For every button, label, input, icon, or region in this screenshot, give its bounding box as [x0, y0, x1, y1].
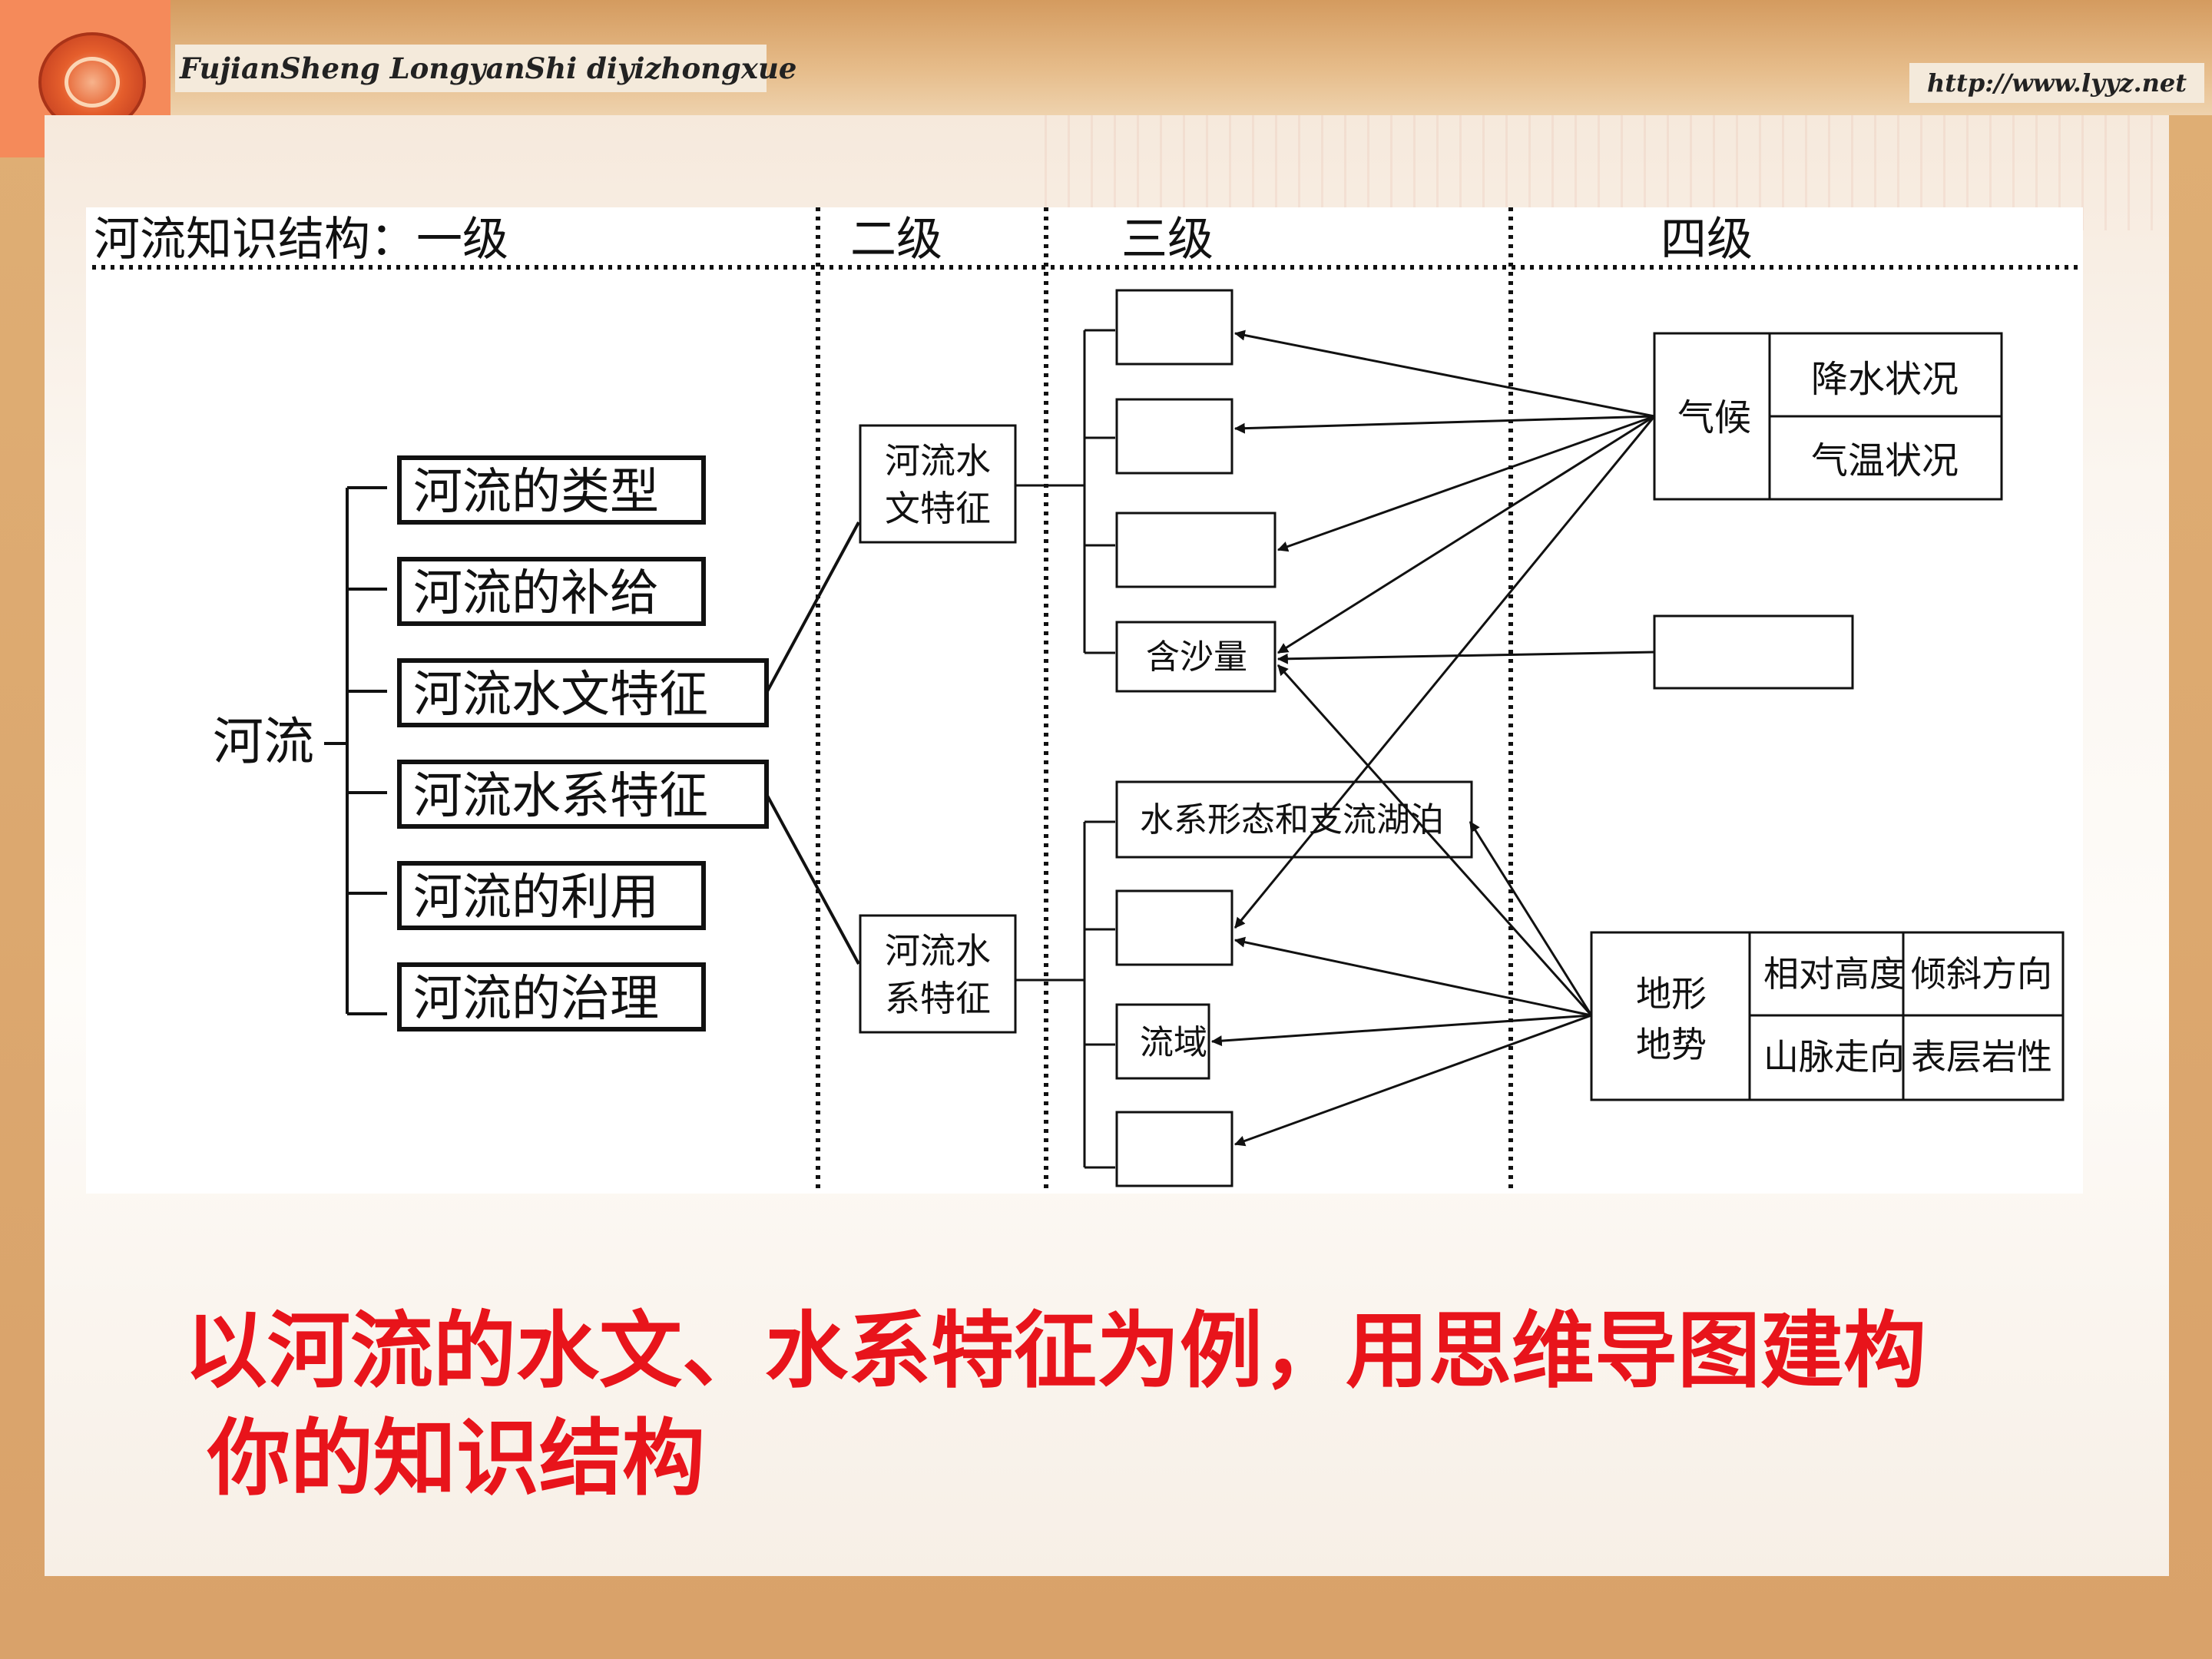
header-level4: 四级: [1661, 213, 1753, 267]
arrow-terrain-basin: [1210, 1014, 1592, 1047]
knowledge-structure-diagram: 河流知识结构：一级 二级 三级 四级 河流: [86, 207, 2083, 1194]
level1-to-level2-lines: [765, 522, 860, 965]
root-node: 河流: [213, 712, 314, 771]
mountain-trend-label: 山脉走向: [1763, 1036, 1905, 1078]
terrain-table: [1590, 931, 2065, 1101]
box-blank-6: [1653, 614, 1854, 690]
question-text: 以河流的水文、水系特征为例，用思维导图建构 你的知识结构: [184, 1298, 2058, 1513]
mind-map-svg: 河流知识结构：一级 二级 三级 四级 河流: [92, 207, 2083, 1194]
box-blank-1: [1115, 289, 1233, 366]
surface-rock-label: 表层岩性: [1911, 1036, 2052, 1078]
terrain-labels: 地形 地势 相对高度 倾斜方向 山脉走向 表层岩性: [1636, 953, 2052, 1078]
header-level2: 二级: [850, 213, 942, 267]
arrow-climate-blank4: [1233, 416, 1656, 929]
level1-boxes: [397, 455, 769, 1031]
level2-labels: 河流水 文特征 河流水 系特征: [885, 440, 991, 1019]
terrain-label-line2: 地势: [1636, 1024, 1707, 1065]
box-river-hydrology: [397, 658, 769, 727]
arrow-blank6-sediment: [1277, 651, 1655, 664]
hydrology-label-line1: 河流水: [885, 440, 991, 482]
level2-to-level3-brackets: [1015, 329, 1115, 1169]
box-river-supply: [397, 557, 706, 626]
box-hydrology-features: [859, 424, 1017, 544]
brand-tag: FujianSheng LongyanShi diyizhongxue: [175, 45, 796, 92]
box-sediment: [1115, 621, 1277, 693]
level2-boxes: [859, 424, 1017, 1034]
level1-item-1: 河流的补给: [413, 565, 659, 622]
url-tag: http://www.lyyz.net: [1909, 63, 2204, 103]
box-blank-2: [1115, 398, 1233, 475]
slope-direction-label: 倾斜方向: [1911, 953, 2052, 995]
level3-labels: 含沙量 水系形态和支流湖泊 流域: [1140, 637, 1444, 1062]
arrow-climate-sediment: [1277, 415, 1655, 654]
box-river-drainage: [397, 760, 769, 829]
box-river-types: [397, 455, 706, 525]
level1-item-0: 河流的类型: [413, 464, 659, 521]
level1-item-2: 河流水文特征: [413, 667, 708, 724]
header-level3: 三级: [1121, 213, 1214, 267]
climate-label: 气候: [1677, 396, 1751, 439]
drainage-label-line2: 系特征: [885, 978, 991, 1019]
arrow-terrain-blank5: [1233, 1014, 1592, 1147]
level1-item-3: 河流水系特征: [413, 768, 708, 825]
level3-boxes: [1115, 289, 1473, 1187]
basin-label: 流域: [1140, 1023, 1207, 1062]
climate-labels: 气候 降水状况 气温状况: [1677, 358, 1959, 482]
climate-table: [1653, 332, 2003, 501]
sediment-label: 含沙量: [1146, 637, 1247, 677]
terrain-label-line1: 地形: [1636, 973, 1707, 1015]
arrow-terrain-blank4: [1233, 936, 1592, 1017]
hydrology-label-line2: 文特征: [885, 488, 991, 529]
arrow-terrain-pattern: [1469, 821, 1593, 1016]
arrow-climate-blank3: [1277, 415, 1655, 552]
dotted-separators: [92, 207, 2083, 1194]
relative-height-label: 相对高度: [1763, 953, 1905, 995]
box-blank-3: [1115, 512, 1277, 588]
box-river-control: [397, 962, 706, 1031]
arrow-terrain-sediment: [1277, 664, 1593, 1017]
influence-arrows: [1210, 329, 1656, 1147]
arrow-climate-blank2: [1233, 415, 1655, 434]
header-level1: 河流知识结构：一级: [94, 213, 508, 267]
question-line-2: 你的知识结构: [207, 1411, 706, 1507]
root-bracket: [324, 486, 387, 1015]
box-blank-4: [1115, 889, 1233, 966]
drainage-label-line1: 河流水: [885, 930, 991, 972]
precipitation-label: 降水状况: [1811, 358, 1959, 401]
box-drainage-pattern: [1115, 780, 1473, 859]
level1-labels: 河流的类型 河流的补给 河流水文特征 河流水系特征 河流的利用 河流的治理: [413, 464, 708, 1028]
temperature-label: 气温状况: [1811, 439, 1959, 482]
box-basin: [1115, 1003, 1210, 1080]
box-blank-5: [1115, 1111, 1233, 1187]
question-line-1: 以河流的水文、水系特征为例，用思维导图建构: [184, 1303, 1927, 1399]
box-river-use: [397, 861, 706, 930]
drainage-pattern-label: 水系形态和支流湖泊: [1140, 800, 1444, 839]
level1-item-5: 河流的治理: [413, 971, 659, 1028]
arrow-climate-blank1: [1233, 329, 1655, 418]
box-drainage-features: [859, 914, 1017, 1034]
level1-item-4: 河流的利用: [413, 869, 659, 926]
